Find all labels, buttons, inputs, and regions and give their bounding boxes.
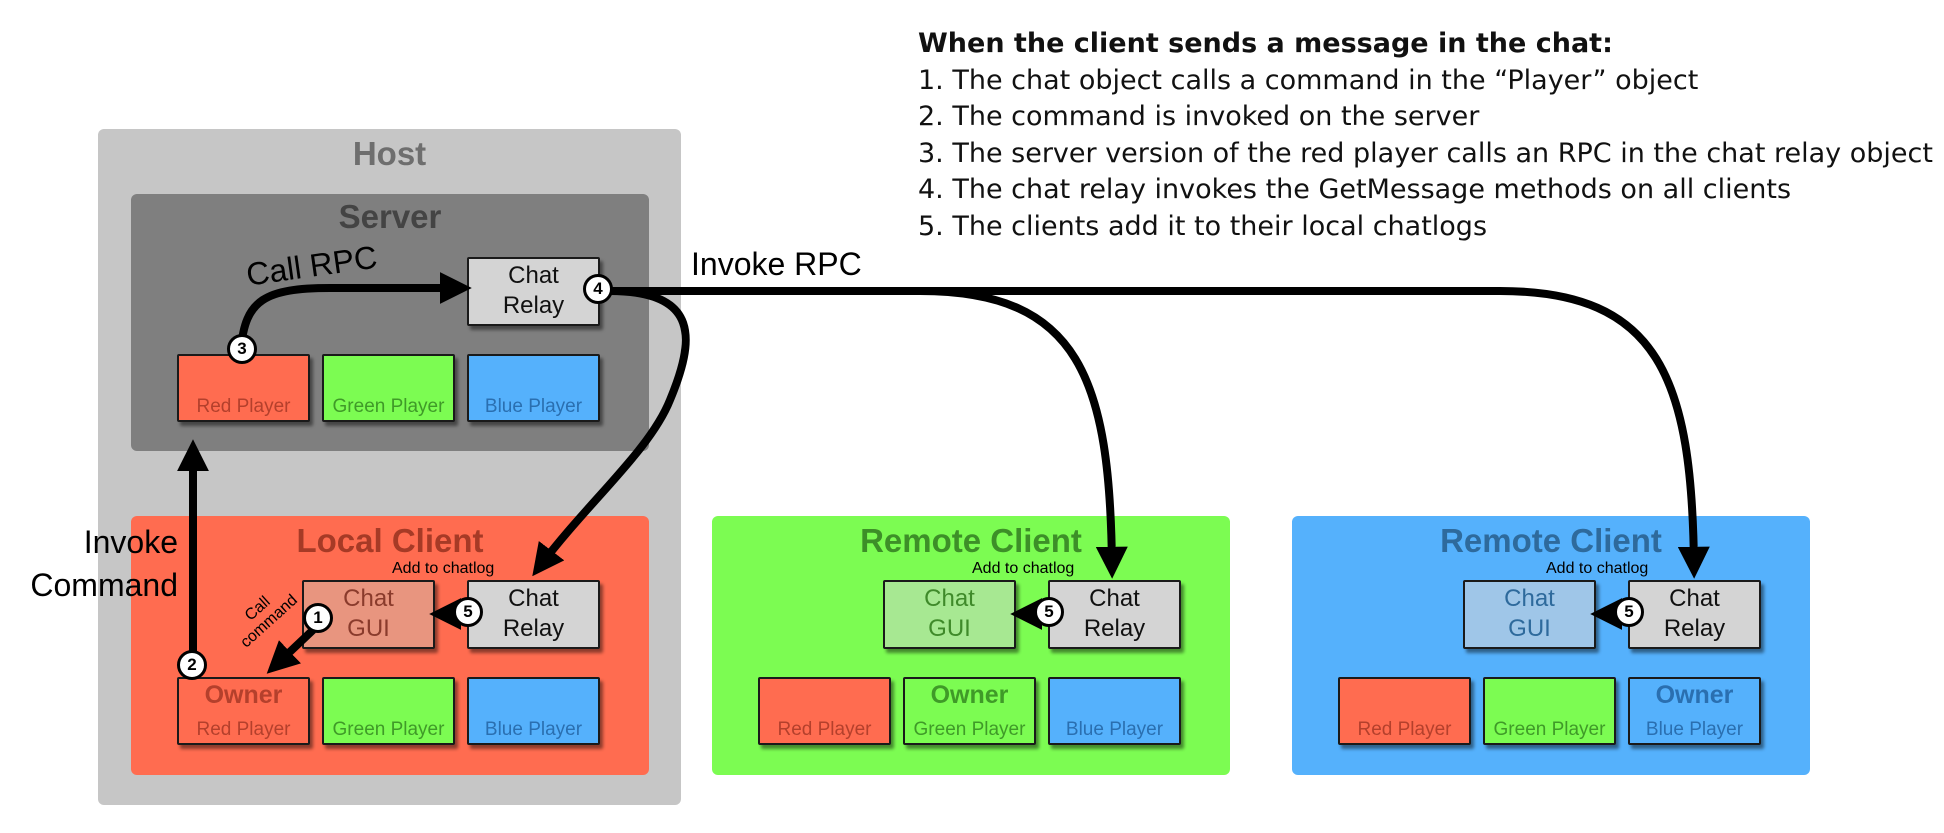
owner-label: Owner	[1655, 681, 1734, 709]
blue-add-to-chatlog-note: Add to chatlog	[1546, 560, 1649, 577]
server-green-player: Green Player	[322, 354, 455, 422]
step-badge-5: 5	[453, 597, 483, 627]
player-label: Blue Player	[1645, 719, 1744, 740]
blue-green-player: Green Player	[1483, 677, 1616, 745]
green-add-to-chatlog-note: Add to chatlog	[972, 560, 1075, 577]
blue-red-player: Red Player	[1338, 677, 1471, 745]
green-blue-player: Blue Player	[1048, 677, 1181, 745]
local-red-player: Owner Red Player	[177, 677, 310, 745]
player-label: Red Player	[196, 719, 291, 740]
invoke-rpc-blue-arrow	[920, 287, 1710, 579]
invoke-command-line-2: Command	[30, 567, 178, 603]
server-red-player: Red Player	[177, 354, 310, 422]
player-label: Blue Player	[1065, 719, 1164, 740]
server-title: Server	[338, 198, 442, 235]
player-label: Green Player	[1493, 719, 1606, 740]
local-client-title: Local Client	[296, 522, 484, 559]
blue-chat-relay: Chat Relay	[1628, 580, 1761, 649]
invoke-command-line-1: Invoke	[83, 524, 178, 560]
step-badge-1: 1	[303, 603, 333, 633]
owner-label: Owner	[204, 681, 283, 709]
server-chat-relay: Chat Relay	[467, 257, 600, 326]
green-green-player: Owner Green Player	[903, 677, 1036, 745]
server-blue-player: Blue Player	[467, 354, 600, 422]
player-label: Red Player	[777, 719, 872, 740]
step-badge-5: 5	[1614, 597, 1644, 627]
steps-heading: When the client sends a message in the c…	[918, 28, 1613, 59]
owner-label: Owner	[930, 681, 1009, 709]
call-rpc-arrow	[237, 272, 472, 350]
green-chat-gui: Chat GUI	[883, 580, 1016, 649]
local-blue-player: Blue Player	[467, 677, 600, 745]
steps-list: When the client sends a message in the c…	[918, 26, 1933, 245]
invoke-rpc-local-arrow	[532, 287, 690, 577]
step-item: 2. The command is invoked on the server	[918, 101, 1480, 132]
green-red-player: Red Player	[758, 677, 891, 745]
player-label: Red Player	[196, 396, 291, 417]
local-chat-relay: Chat Relay	[467, 580, 600, 649]
player-label: Green Player	[913, 719, 1026, 740]
step-item: 4. The chat relay invokes the GetMessage…	[918, 174, 1792, 205]
remote-client-green-title: Remote Client	[860, 522, 1082, 559]
green-chat-gui-label: Chat GUI	[924, 585, 975, 642]
step-badge-4: 4	[583, 274, 613, 304]
local-chat-gui-label: Chat GUI	[343, 585, 394, 642]
blue-chat-relay-label: Chat Relay	[1663, 585, 1726, 642]
local-add-to-chatlog-note: Add to chatlog	[392, 560, 495, 577]
player-label: Green Player	[332, 719, 445, 740]
call-command-arrow	[266, 627, 316, 674]
remote-client-blue-title: Remote Client	[1440, 522, 1662, 559]
blue-blue-player: Owner Blue Player	[1628, 677, 1761, 745]
step-item: 5. The clients add it to their local cha…	[918, 210, 1488, 242]
step-badge-2: 2	[177, 650, 207, 680]
host-title: Host	[352, 135, 427, 172]
step-badge-3: 3	[227, 334, 257, 364]
step-item: 1. The chat object calls a command in th…	[918, 64, 1699, 96]
player-label: Green Player	[332, 396, 445, 417]
blue-chat-gui: Chat GUI	[1463, 580, 1596, 649]
local-chat-relay-label: Chat Relay	[502, 585, 565, 642]
player-label: Red Player	[1357, 719, 1452, 740]
step-badge-5: 5	[1034, 597, 1064, 627]
player-label: Blue Player	[484, 396, 583, 417]
green-chat-relay: Chat Relay	[1048, 580, 1181, 649]
invoke-command-label: Invoke Command	[18, 521, 178, 607]
green-chat-relay-label: Chat Relay	[1083, 585, 1146, 642]
blue-chat-gui-label: Chat GUI	[1504, 585, 1555, 642]
invoke-rpc-label: Invoke RPC	[691, 246, 862, 282]
player-label: Blue Player	[484, 719, 583, 740]
step-item: 3. The server version of the red player …	[918, 137, 1933, 169]
local-green-player: Green Player	[322, 677, 455, 745]
server-chat-relay-label: Chat Relay	[502, 262, 565, 319]
